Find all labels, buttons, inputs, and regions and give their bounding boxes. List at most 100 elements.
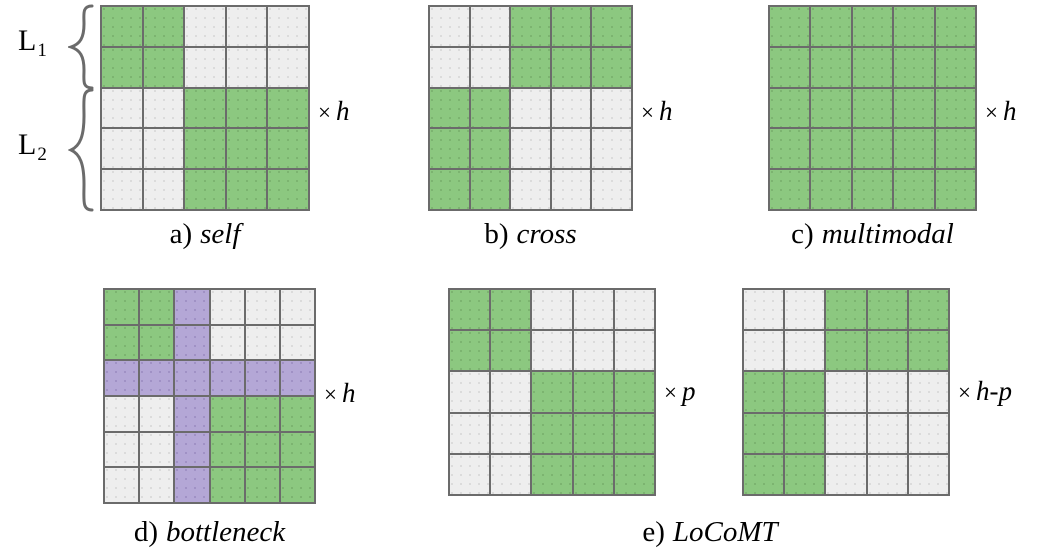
mask-cell	[573, 413, 613, 453]
mask-cell	[280, 397, 314, 431]
attention-grid-self	[100, 5, 310, 211]
attention-grid-locomt-local	[448, 288, 656, 496]
mask-cell	[140, 432, 174, 467]
mask-cell	[532, 331, 572, 371]
row-group-l1-subscript: 1	[37, 40, 47, 62]
mask-cell	[102, 7, 142, 46]
mask-cell	[105, 432, 139, 467]
mask-cell	[551, 170, 591, 209]
mask-cell	[140, 361, 174, 395]
mask-cell	[450, 290, 490, 330]
caption-name: self	[200, 218, 241, 250]
mask-cell	[770, 129, 810, 169]
mask-cell	[908, 290, 948, 330]
mask-cell	[210, 397, 244, 431]
mask-cell	[867, 290, 907, 330]
mask-cell	[143, 7, 184, 46]
caption-name: cross	[516, 218, 577, 250]
mask-cell	[105, 361, 139, 395]
mask-cell	[867, 331, 907, 371]
mask-cell	[450, 413, 490, 453]
mask-cell	[532, 290, 572, 330]
mask-cell	[280, 468, 314, 502]
mask-cell	[935, 170, 975, 209]
mask-cell	[826, 290, 866, 330]
mask-cell	[210, 468, 244, 502]
mask-cell	[573, 290, 613, 330]
row-group-l1-letter: L	[18, 24, 37, 57]
mask-cell	[175, 432, 209, 467]
mask-cell	[852, 88, 893, 128]
mask-cell	[573, 454, 613, 494]
mask-cell	[511, 88, 550, 128]
mask-cell	[744, 413, 784, 453]
mask-cell	[592, 129, 631, 169]
mask-cell	[826, 372, 866, 412]
times-symbol: ×	[958, 380, 971, 405]
mask-cell	[785, 454, 825, 494]
mask-cell	[450, 454, 490, 494]
mask-cell	[175, 325, 209, 360]
mask-cell	[245, 361, 279, 395]
mask-cell	[852, 129, 893, 169]
mask-cell	[268, 170, 308, 209]
attention-grid-bottleneck	[103, 288, 316, 504]
mask-cell	[744, 331, 784, 371]
mask-cell	[511, 129, 550, 169]
mask-cell	[532, 372, 572, 412]
mask-cell	[908, 454, 948, 494]
brace-l2	[68, 88, 94, 212]
multiplier-symbol: h	[658, 96, 673, 126]
caption-enum: c)	[791, 218, 814, 250]
mask-cell	[614, 413, 654, 453]
mask-cell	[470, 129, 510, 169]
times-symbol: ×	[324, 382, 337, 407]
mask-cell	[226, 170, 267, 209]
mask-cell	[245, 468, 279, 502]
mask-cell	[245, 397, 279, 431]
mask-cell	[226, 129, 267, 169]
mask-cell	[245, 432, 279, 467]
mask-cell	[811, 129, 851, 169]
multiplier-symbol: h	[1002, 96, 1017, 126]
multiplier-symbol: h	[341, 378, 356, 408]
multiplier-multimodal: ×h	[985, 96, 1016, 127]
mask-cell	[511, 7, 550, 46]
mask-cell	[826, 454, 866, 494]
mask-cell	[280, 432, 314, 467]
mask-cell	[532, 454, 572, 494]
multiplier-symbol: h-p	[975, 376, 1012, 406]
mask-cell	[140, 468, 174, 502]
mask-cell	[770, 88, 810, 128]
mask-cell	[102, 47, 142, 87]
mask-cell	[430, 47, 469, 87]
mask-cell	[785, 413, 825, 453]
mask-cell	[105, 397, 139, 431]
mask-cell	[185, 47, 225, 87]
multiplier-self: ×h	[318, 96, 349, 127]
row-group-label-l2: L2	[18, 128, 47, 166]
multiplier-symbol: h	[335, 96, 350, 126]
mask-cell	[226, 7, 267, 46]
row-group-label-l1: L1	[18, 24, 47, 62]
mask-cell	[185, 88, 225, 128]
mask-cell	[210, 290, 244, 324]
caption-locomt: e)LoCoMT	[560, 516, 860, 549]
mask-cell	[470, 47, 510, 87]
mask-cell	[744, 290, 784, 330]
mask-cell	[908, 413, 948, 453]
mask-cell	[450, 372, 490, 412]
mask-cell	[430, 129, 469, 169]
caption-enum: a)	[169, 218, 193, 250]
mask-cell	[226, 47, 267, 87]
caption-name: bottleneck	[166, 516, 286, 548]
mask-cell	[210, 361, 244, 395]
mask-cell	[935, 7, 975, 46]
mask-cell	[268, 47, 308, 87]
mask-cell	[430, 7, 469, 46]
multiplier-cross: ×h	[641, 96, 672, 127]
mask-cell	[935, 88, 975, 128]
mask-cell	[491, 372, 531, 412]
mask-cell	[245, 325, 279, 360]
brace-l1	[68, 4, 94, 90]
